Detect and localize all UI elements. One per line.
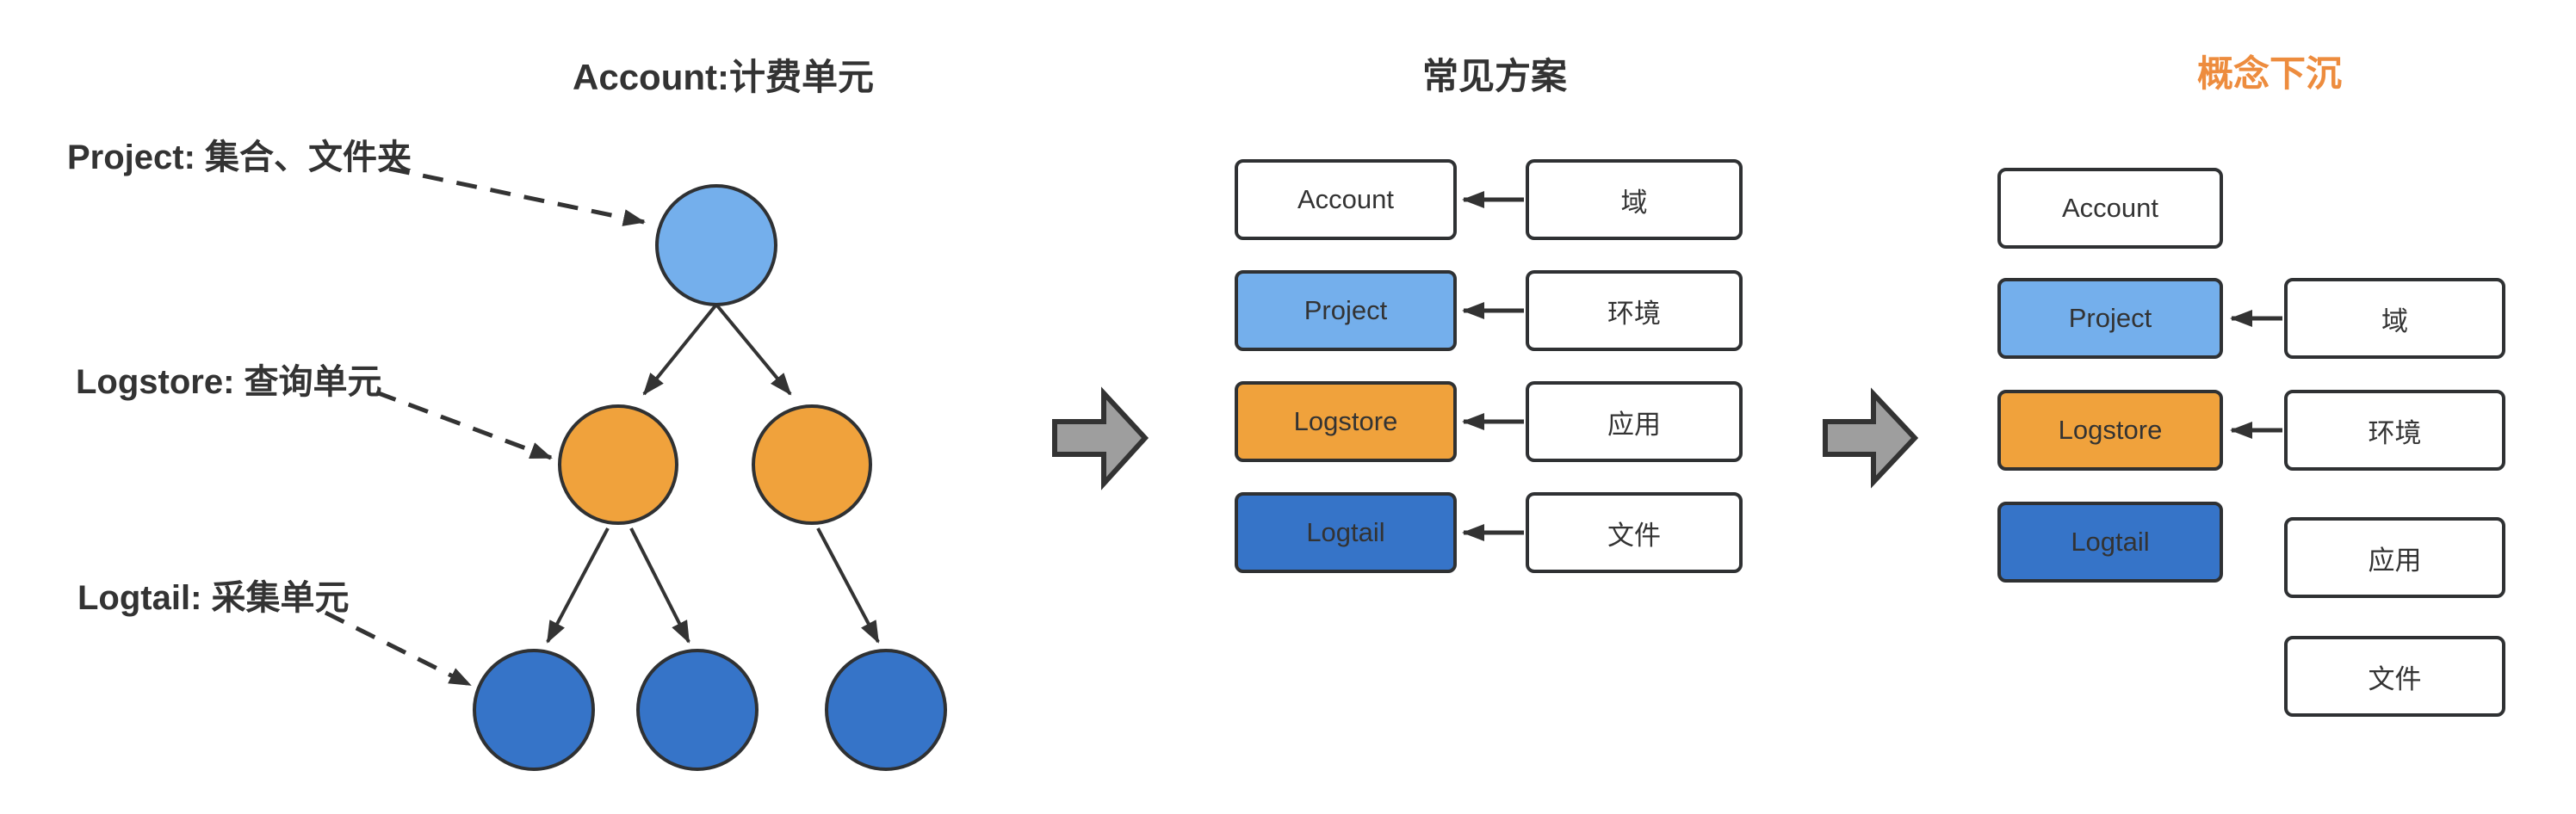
transition-arrow-1 [1052,386,1149,490]
right-panel-title: 概念下沉 [2196,53,2342,94]
logtail-node-2 [636,649,759,771]
annotation-arrow-logtail [324,610,472,688]
right-concept-project: Project [1997,278,2223,359]
left-panel-title: Account:计费单元 [573,57,874,97]
right-label-file: 文件 [2284,636,2505,717]
right-label-application: 应用 [2284,517,2505,598]
middle-concept-project: Project [1235,270,1457,351]
annotation-arrow-logstore [375,390,553,460]
middle-concept-account: Account [1235,159,1457,240]
middle-concept-logtail: Logtail [1235,492,1457,573]
right-concept-account: Account [1997,168,2223,249]
logtail-node-1 [473,649,595,771]
middle-label-domain: 域 [1526,159,1743,240]
tree-edge-root-logstore1 [642,303,718,396]
tree-edge-logstore1-logtail2 [629,527,690,644]
middle-panel-title: 常见方案 [1421,56,1567,96]
transition-arrow-2 [1823,387,1919,489]
annotation-arrow-project [388,166,646,226]
logtail-node-3 [825,649,947,771]
right-label-environment: 环境 [2284,390,2505,471]
middle-label-environment: 环境 [1526,270,1743,351]
right-concept-logstore: Logstore [1997,390,2223,471]
annotation-project-label: Project: 集合、文件夹 [67,139,412,176]
tree-edge-logstore2-logtail3 [816,527,880,644]
middle-label-file: 文件 [1526,492,1743,573]
annotation-logstore-label: Logstore: 查询单元 [76,363,382,401]
middle-label-application: 应用 [1526,381,1743,462]
right-concept-logtail: Logtail [1997,502,2223,583]
logstore-node-2 [752,404,872,525]
project-node [655,184,777,306]
annotation-logtail-label: Logtail: 采集单元 [77,579,350,617]
tree-edge-root-logstore2 [715,303,792,396]
right-label-domain: 域 [2284,278,2505,359]
logstore-node-1 [558,404,678,525]
middle-concept-logstore: Logstore [1235,381,1457,462]
tree-edge-logstore1-logtail1 [546,527,610,644]
